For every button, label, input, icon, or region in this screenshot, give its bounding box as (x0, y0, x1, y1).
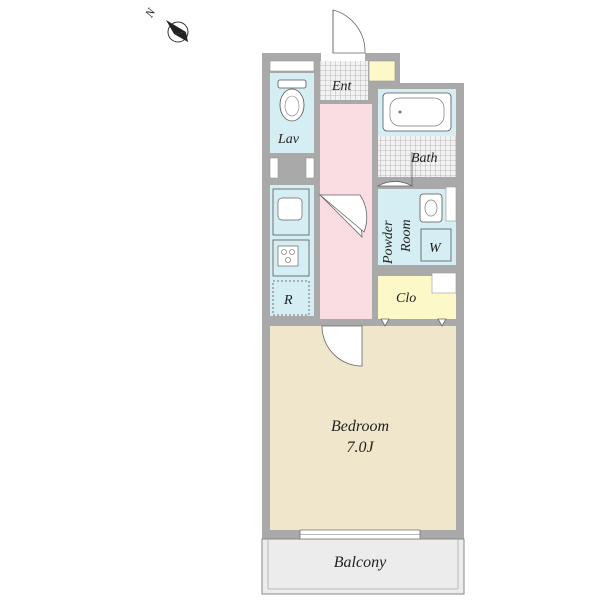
balcony-area (261, 538, 465, 595)
compass-needle-icon (166, 20, 186, 34)
washer-label: W (429, 241, 442, 256)
bedroom-label: Bedroom (331, 418, 389, 435)
washer-space (420, 228, 452, 262)
bath-label: Bath (411, 151, 437, 166)
bathtub-icon (382, 92, 452, 132)
powder-room-label-line1: Powder (381, 220, 396, 265)
entrance-floor (320, 61, 368, 100)
powder-room-label-line2: Room (399, 219, 414, 253)
balcony-label: Balcony (334, 554, 387, 571)
toilet-icon (277, 79, 307, 122)
bedroom-room (270, 326, 456, 530)
refrigerator-space (272, 280, 310, 316)
compass-north-letter: N (142, 5, 159, 21)
hall-door (318, 194, 368, 238)
bath-tile-floor (378, 136, 456, 177)
compass: N (142, 5, 189, 43)
closet-label: Clo (396, 291, 416, 306)
refrigerator-label: R (283, 293, 293, 308)
kitchen-sink-icon (272, 188, 310, 236)
closet-door-marks (380, 318, 447, 327)
bedroom-door (321, 325, 363, 367)
powder-room-door (376, 152, 414, 187)
washbasin-icon (419, 193, 443, 223)
entrance-label: Ent (331, 79, 353, 94)
lavatory-label: Lav (277, 132, 300, 147)
shoe-cupboard (368, 60, 396, 82)
bedroom-size-label: 7.0J (346, 439, 374, 456)
stove-icon (272, 239, 310, 277)
entrance-door (332, 9, 366, 54)
